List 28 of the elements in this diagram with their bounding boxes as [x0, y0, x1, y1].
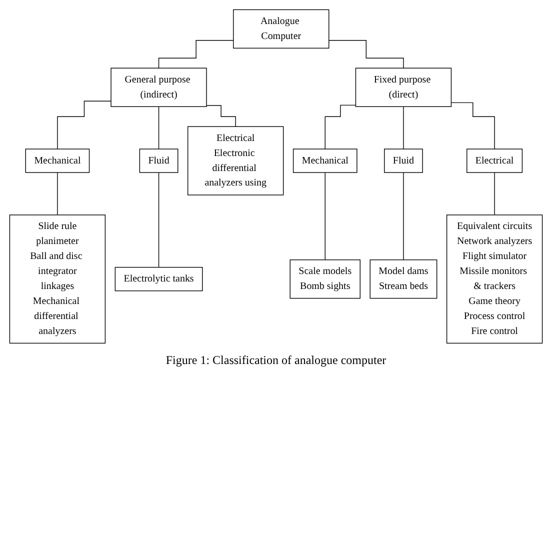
node-box: Electrical	[466, 148, 523, 173]
figure-caption: Figure 1: Classification of analogue computer	[166, 352, 386, 368]
node-box: Analogue Computer	[233, 9, 330, 49]
connector	[57, 100, 112, 150]
node-box: Scale models Bomb sights	[290, 259, 360, 299]
connector	[324, 104, 356, 150]
connector	[324, 172, 326, 260]
connector	[328, 40, 404, 68]
node-box: Electrolytic tanks	[114, 266, 203, 292]
connector	[158, 40, 234, 68]
node-box: Equivalent circuits Network analyzers Flight simulator Missile monitors & trackers Game theory Process control Fire control	[446, 214, 543, 344]
connector	[450, 102, 495, 150]
node-box: Slide rule planimeter Ball and disc integrator linkages Mechanical differential analyzers	[9, 214, 106, 344]
node-box: Electrical Electronic differential analyzers using	[187, 126, 284, 196]
connector	[158, 172, 160, 268]
node-box: Model dams Stream beds	[370, 259, 438, 299]
connector	[206, 105, 236, 127]
connector	[158, 106, 160, 150]
node-box: General purpose (indirect)	[110, 68, 207, 107]
node-box: Fluid	[139, 148, 178, 173]
node-box: Mechanical	[292, 148, 358, 173]
connector	[403, 106, 404, 150]
node-box: Fluid	[384, 148, 423, 173]
node-box: Mechanical	[25, 148, 90, 173]
node-box: Fixed purpose (direct)	[355, 68, 452, 107]
connector	[403, 172, 404, 260]
connector	[57, 172, 58, 216]
connector	[494, 172, 495, 216]
